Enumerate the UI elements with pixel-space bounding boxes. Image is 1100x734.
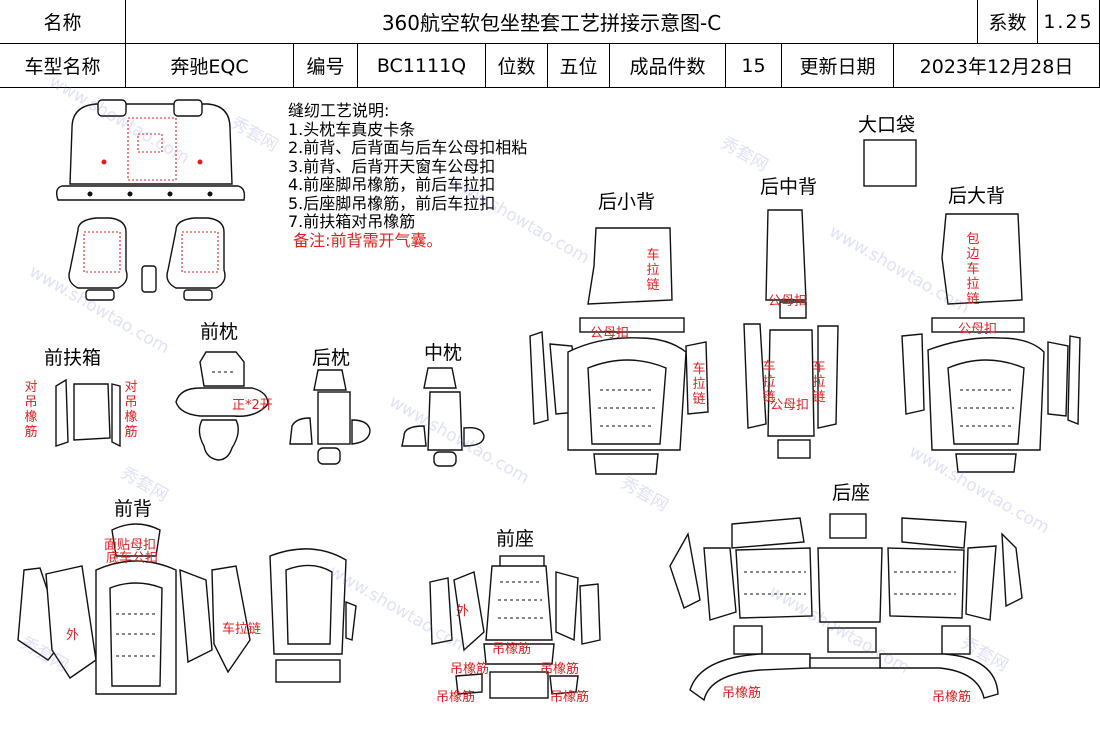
front-back-pieces [17,523,357,695]
annotation-elastic: 吊橡筋 [722,686,762,701]
label-front-armrest: 前扶箱 [44,347,102,369]
label-front-seat: 前座 [496,528,535,550]
annotation-elastic: 吊橡筋 [492,642,532,657]
label-front-back: 前背 [114,498,153,520]
overview-front-seats [68,217,226,301]
annotation-pull-zip: 车拉链 [812,360,826,405]
annotation-snap: 公母扣 [958,322,998,337]
label-front-headrest: 前枕 [200,321,239,343]
annotation-elastic: 吊橡筋 [540,662,580,677]
label-rear-mid-back: 后中背 [760,176,818,198]
annotation-armrest-elastic: 对吊橡筋 [24,380,38,440]
annotation-outer: 外 [66,628,80,643]
mid-headrest-pieces [401,367,485,467]
code-label: 编号 [294,44,358,88]
header-table: 名称 360航空软包坐垫套工艺拼接示意图-C 系数 1.25 车型名称 奔驰EQ… [0,0,1100,88]
pieces-value: 15 [726,44,782,88]
annotation-snap: 公母扣 [770,398,810,413]
front-headrest-pieces [175,351,269,461]
annotation-elastic: 吊橡筋 [436,690,476,705]
rear-big-back-pieces [901,213,1081,473]
annotation-armrest-elastic: 对吊橡筋 [124,380,138,440]
rear-seat-pieces [669,513,1023,702]
seats-label: 位数 [486,44,548,88]
diagram-title: 360航空软包坐垫套工艺拼接示意图-C [126,0,978,44]
annotation-bottom-snap: 底车公扣 [106,551,159,566]
notes-title: 缝纫工艺说明: [288,101,390,120]
annotation-zip: 车拉链 [222,622,262,637]
model-label: 车型名称 [0,44,126,88]
note-item: 2.前背、后背面与后车公母扣相粘 [288,138,528,157]
annotation-pull-zip: 车拉链 [762,360,776,405]
label-mid-headrest: 中枕 [424,342,463,364]
rear-small-back-pieces [529,227,709,475]
annotation-elastic: 吊橡筋 [932,690,972,705]
label-rear-seat: 后座 [832,482,871,504]
update-label: 更新日期 [782,44,894,88]
coef-value: 1.25 [1038,0,1100,44]
rear-mid-back-pieces [743,209,839,459]
armrest-pieces [55,378,121,448]
label-rear-big-back: 后大背 [948,185,1006,207]
label-big-pocket: 大口袋 [858,114,916,136]
big-pocket-piece [863,139,917,187]
annotation-outer: 外 [456,604,470,619]
rear-headrest-pieces [289,369,371,465]
sewing-notes: 缝纫工艺说明: 1.头枕车真皮卡条 2.前背、后背面与后车公母扣相粘 3.前背、… [288,101,528,250]
annotation-snap: 公母扣 [768,294,808,309]
annotation-pull-zip: 车拉链 [692,362,706,407]
seats-value: 五位 [548,44,610,88]
note-item: 3.前背、后背开天窗车公母扣 [288,156,496,176]
pattern-pieces [17,99,1081,702]
note-item: 5.后座脚吊橡筋，前后车拉扣 [288,193,496,213]
annotation-elastic: 吊橡筋 [550,690,590,705]
pieces-label: 成品件数 [610,44,726,88]
annotation-elastic: 吊橡筋 [450,662,490,677]
coef-label: 系数 [978,0,1038,44]
annotation-pull-zip: 车拉链 [646,248,660,293]
note-item: 4.前座脚吊橡筋，前后车拉扣 [288,175,496,194]
model-value: 奔驰EQC [126,44,294,88]
annotation-face-snap: 面贴母扣 [104,538,157,553]
front-seat-pieces [429,555,601,699]
overview-rear-seat [55,99,246,201]
annotation-headrest-open: 正*2开 [232,398,273,413]
annotation-snap: 公母扣 [590,326,630,341]
notes-remark: 备注:前背需开气囊。 [293,230,443,250]
note-item: 1.头枕车真皮卡条 [288,119,416,139]
annotation-edge-zip: 包边车拉链 [966,232,980,307]
label-rear-small-back: 后小背 [598,191,656,213]
note-item: 7.前扶箱对吊橡筋 [288,212,416,231]
code-value: BC1111Q [358,44,486,88]
label-rear-headrest: 后枕 [312,347,351,369]
update-value: 2023年12月28日 [894,44,1100,88]
name-label: 名称 [0,0,126,44]
